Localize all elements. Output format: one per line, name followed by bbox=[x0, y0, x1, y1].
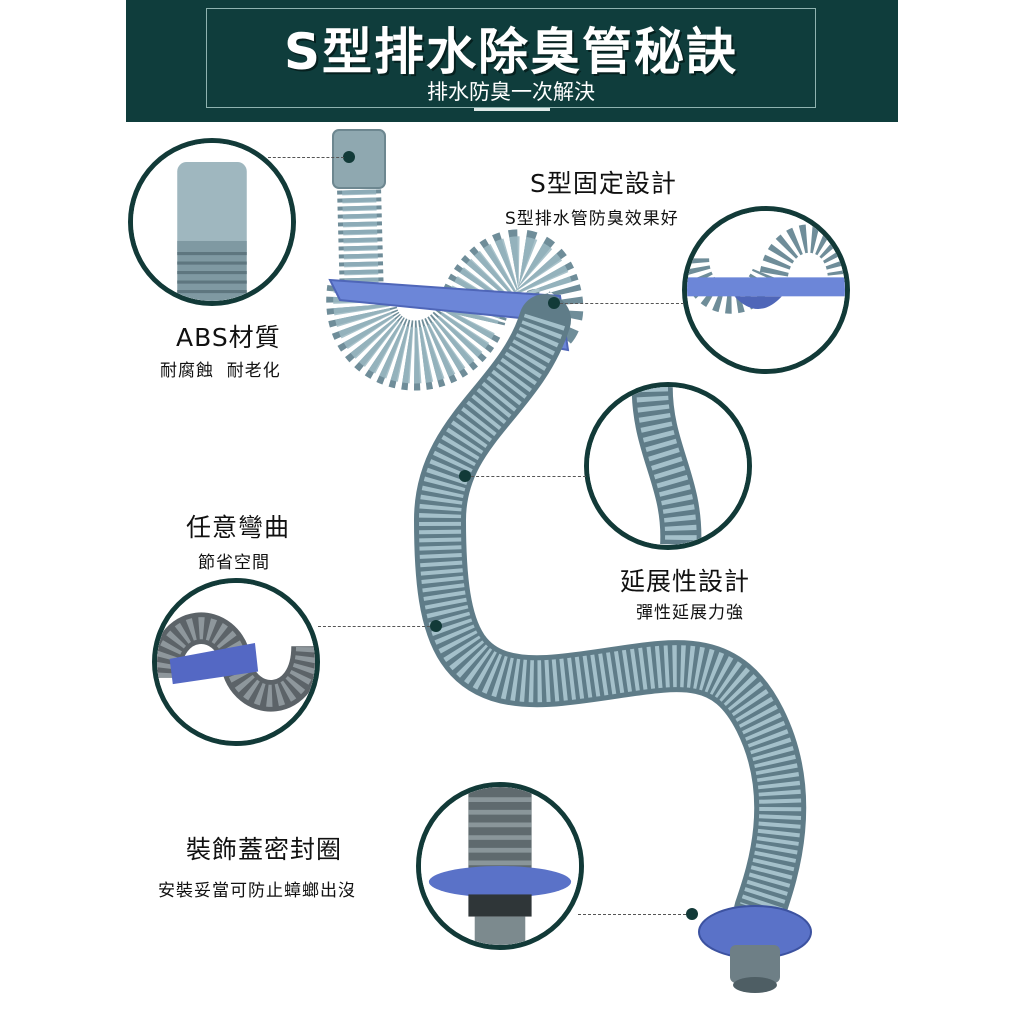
seal-detail bbox=[416, 782, 584, 950]
header-banner bbox=[126, 0, 898, 122]
top-cap bbox=[332, 129, 386, 189]
s-clip-image bbox=[687, 211, 845, 369]
header-frame bbox=[206, 8, 816, 108]
stretch-pointer-line bbox=[471, 476, 586, 477]
stretch-hose-image bbox=[589, 387, 747, 545]
s-clip-pointer-line bbox=[560, 303, 684, 304]
stretch-detail bbox=[584, 382, 752, 550]
abs-pointer-line bbox=[268, 157, 344, 158]
seal-pointer-line bbox=[578, 914, 686, 915]
seal-title: 裝飾蓋密封圈 bbox=[186, 835, 343, 864]
bend-pointer-line bbox=[318, 626, 430, 627]
page-title: S型排水除臭管秘訣 bbox=[283, 23, 738, 81]
bend-title: 任意彎曲 bbox=[186, 513, 291, 542]
abs-desc: 耐腐蝕 耐老化 bbox=[160, 361, 281, 381]
stretch-title: 延展性設計 bbox=[620, 567, 751, 596]
stretch-desc: 彈性延展力強 bbox=[636, 603, 744, 623]
stretch-pointer-dot bbox=[459, 470, 471, 482]
bend-detail bbox=[152, 578, 320, 746]
seal-desc: 安裝妥當可防止蟑螂出沒 bbox=[158, 881, 356, 901]
bend-pointer-dot bbox=[430, 620, 442, 632]
bend-hose-image bbox=[157, 583, 315, 741]
s-shape-title: S型固定設計 bbox=[530, 169, 677, 198]
s-clip-detail bbox=[682, 206, 850, 374]
abs-material-detail bbox=[128, 138, 296, 306]
abs-cap-image bbox=[133, 143, 291, 301]
abs-title: ABS材質 bbox=[176, 323, 281, 352]
seal-cap-image bbox=[421, 787, 579, 945]
abs-pointer-dot bbox=[343, 151, 355, 163]
subtitle-underline bbox=[474, 108, 550, 111]
bend-desc: 節省空間 bbox=[198, 553, 270, 573]
page-subtitle: 排水防臭一次解決 bbox=[427, 80, 595, 104]
seal-pointer-dot bbox=[686, 908, 698, 920]
s-shape-desc: S型排水管防臭效果好 bbox=[505, 209, 679, 229]
s-clip-pointer-dot bbox=[548, 297, 560, 309]
